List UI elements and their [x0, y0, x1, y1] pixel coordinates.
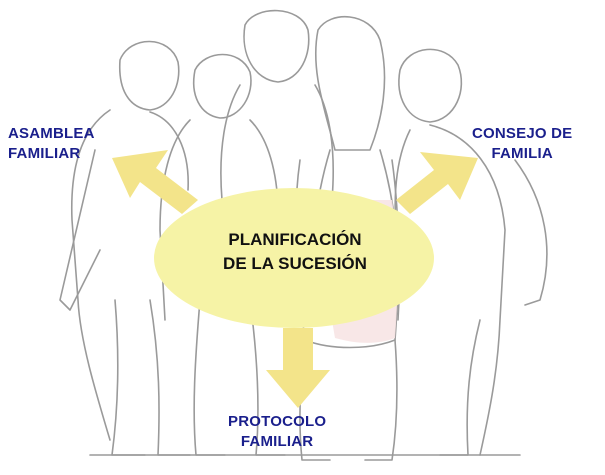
label-protocolo-familiar: PROTOCOLO FAMILIAR [228, 412, 326, 452]
label-asamblea-line1: ASAMBLEA [8, 125, 95, 142]
label-protocolo-line1: PROTOCOLO [228, 413, 327, 430]
arrow-bottom [266, 328, 330, 408]
label-asamblea-line2: FAMILIAR [8, 145, 81, 162]
label-asamblea-familiar: ASAMBLEA FAMILIAR [8, 124, 95, 164]
arrow-left [112, 150, 198, 214]
label-consejo-line2: FAMILIA [491, 145, 553, 162]
center-label-line1: PLANIFICACIÓN [228, 230, 362, 249]
center-label-line2: DE LA SUCESIÓN [223, 254, 367, 273]
center-label: PLANIFICACIÓN DE LA SUCESIÓN [190, 228, 400, 276]
label-protocolo-line2: FAMILIAR [240, 433, 314, 450]
center-ellipse [154, 188, 434, 328]
arrow-right [396, 152, 478, 214]
label-consejo-de-familia: CONSEJO DE FAMILIA [472, 124, 572, 164]
label-consejo-line1: CONSEJO DE [472, 125, 573, 142]
